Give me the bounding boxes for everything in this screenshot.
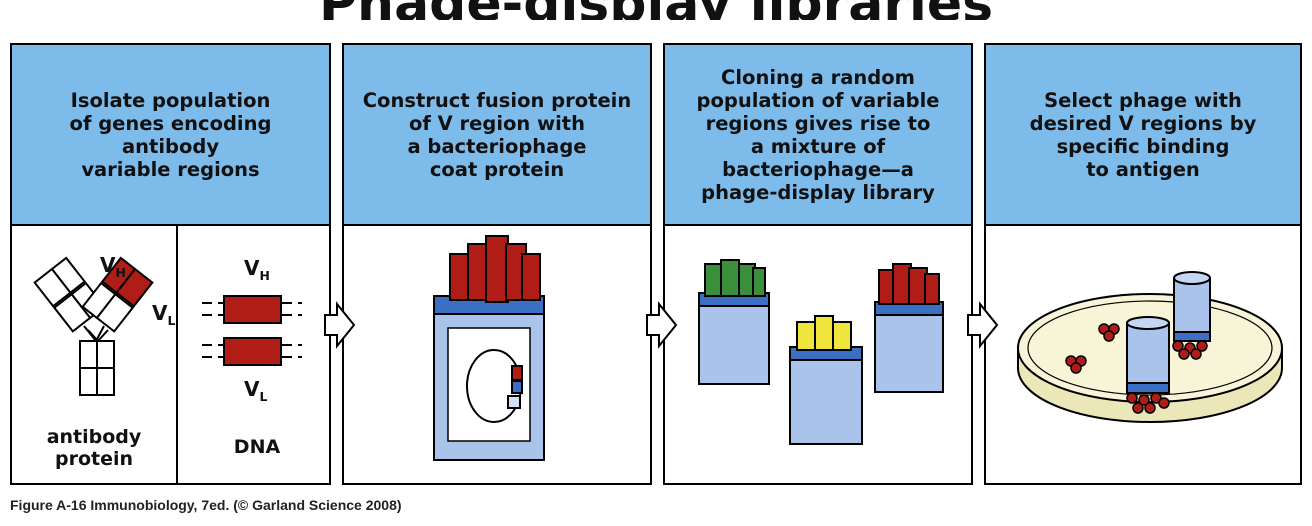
bound-phage-large bbox=[1126, 316, 1170, 414]
panel-1-header: Isolate population of genes encoding ant… bbox=[12, 45, 329, 226]
panel-1-body: VH VL VH VL antibody protein DNA bbox=[12, 226, 329, 483]
panel-3-heading: Cloning a random population of variable … bbox=[696, 65, 940, 204]
panel-3-body bbox=[665, 226, 971, 483]
vh-label-antibody: VH bbox=[100, 253, 126, 280]
panel-4-header: Select phage with desired V regions by s… bbox=[986, 45, 1300, 226]
panel-2-header: Construct fusion protein of V region wit… bbox=[344, 45, 650, 226]
step-arrow-2 bbox=[646, 301, 678, 349]
panel-phage-library: Cloning a random population of variable … bbox=[663, 43, 973, 485]
panel-fusion-protein: Construct fusion protein of V region wit… bbox=[342, 43, 652, 485]
step-arrow-3 bbox=[967, 301, 999, 349]
phage-fusion-illustration bbox=[433, 235, 545, 461]
phage-red bbox=[874, 263, 944, 393]
panel-1-heading: Isolate population of genes encoding ant… bbox=[69, 88, 272, 181]
panel-select-phage: Select phage with desired V regions by s… bbox=[984, 43, 1302, 485]
phage-green bbox=[698, 259, 770, 385]
phage-yellow bbox=[789, 315, 863, 445]
step-arrow-1 bbox=[324, 301, 356, 349]
antigen-dots bbox=[1065, 323, 1120, 374]
selection-dish-illustration bbox=[1017, 271, 1283, 423]
bound-phage-small bbox=[1172, 271, 1211, 360]
panel-4-body bbox=[986, 226, 1300, 483]
panel-2-body bbox=[344, 226, 650, 483]
vh-label-dna: VH bbox=[244, 256, 270, 283]
phage-library-illustration bbox=[698, 259, 944, 445]
dna-icon bbox=[202, 295, 302, 366]
vl-label-antibody: VL bbox=[152, 301, 176, 328]
antibody-protein-label: antibody protein bbox=[46, 426, 142, 470]
vl-label-dna: VL bbox=[244, 377, 268, 404]
panel-3-header: Cloning a random population of variable … bbox=[665, 45, 971, 226]
page-title: Phage-display libraries bbox=[0, 0, 1312, 20]
panel-4-heading: Select phage with desired V regions by s… bbox=[1029, 88, 1257, 181]
antibody-icon bbox=[33, 256, 154, 396]
panel-isolate-genes: Isolate population of genes encoding ant… bbox=[10, 43, 331, 485]
panel-2-heading: Construct fusion protein of V region wit… bbox=[362, 88, 632, 181]
dna-label: DNA bbox=[233, 436, 281, 458]
panel-1-illustration bbox=[33, 226, 302, 483]
v-region-heads bbox=[449, 235, 541, 303]
title-clip: Phage-display libraries bbox=[0, 0, 1312, 20]
figure-caption: Figure A-16 Immunobiology, 7ed. (© Garla… bbox=[10, 497, 402, 513]
